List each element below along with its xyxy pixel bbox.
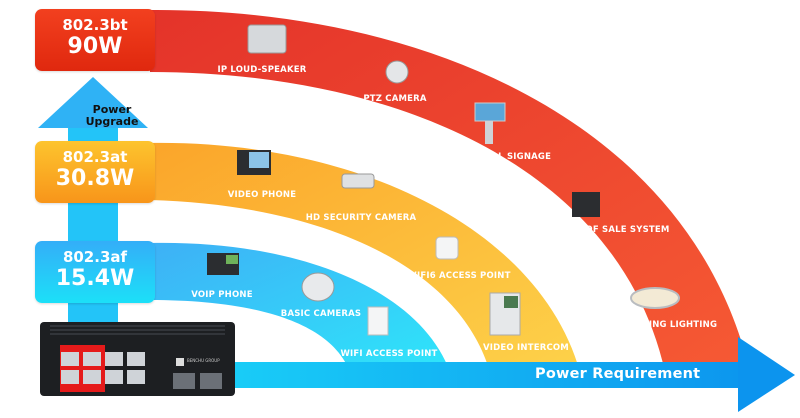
badge-802-3bt: 802.3bt 90W xyxy=(35,9,155,71)
device-voip-phone: VOIP PHONE xyxy=(191,253,253,300)
svg-text:HD SECURITY CAMERA: HD SECURITY CAMERA xyxy=(306,213,417,223)
dome-camera-icon xyxy=(301,272,335,302)
device-building-lighting: BUILDING LIGHTING xyxy=(619,287,717,330)
badge-802-3at: 802.3at 30.8W xyxy=(35,141,155,203)
standard-power: 30.8W xyxy=(55,166,135,191)
device-basic-cameras: BASIC CAMERAS xyxy=(281,272,361,319)
loud-speaker-icon xyxy=(247,24,287,54)
device-point-of-sale-system: POINT-OF SALE SYSTEM xyxy=(552,192,669,235)
power-upgrade-label: Power Upgrade xyxy=(80,104,144,128)
svg-text:BUILDING LIGHTING: BUILDING LIGHTING xyxy=(619,320,717,330)
svg-text:WIFI6 ACCESS POINT: WIFI6 ACCESS POINT xyxy=(407,271,510,281)
standard-name: 802.3bt xyxy=(62,16,128,34)
wall-access-point-icon xyxy=(367,306,389,336)
digital-signage-icon xyxy=(474,102,506,122)
svg-text:DIGITAL SIGNAGE: DIGITAL SIGNAGE xyxy=(465,152,551,162)
power-requirement-arrow xyxy=(200,337,795,412)
svg-text:VIDEO INTERCOM: VIDEO INTERCOM xyxy=(483,343,569,353)
security-camera-icon xyxy=(341,173,375,189)
band-802-3af xyxy=(150,242,450,372)
switch-brand: BENCHU GROUP xyxy=(187,358,220,363)
device-ip-loud-speaker: IP LOUD-SPEAKER xyxy=(217,24,307,75)
standard-power: 90W xyxy=(67,34,123,59)
device-video-phone: VIDEO PHONE xyxy=(228,150,296,200)
svg-text:BASIC CAMERAS: BASIC CAMERAS xyxy=(281,309,361,319)
standard-name: 802.3af xyxy=(62,248,128,266)
svg-text:VIDEO PHONE: VIDEO PHONE xyxy=(228,190,296,200)
device-digital-signage: DIGITAL SIGNAGE xyxy=(465,102,551,162)
device-video-intercom: VIDEO INTERCOM xyxy=(483,292,569,353)
svg-text:IP LOUD-SPEAKER: IP LOUD-SPEAKER xyxy=(217,65,306,75)
device-hd-security-camera: HD SECURITY CAMERA xyxy=(306,173,417,223)
svg-text:POINT-OF SALE SYSTEM: POINT-OF SALE SYSTEM xyxy=(552,225,669,235)
access-point-icon xyxy=(435,236,459,260)
upgrade-line-2: Upgrade xyxy=(85,115,139,128)
svg-text:WIFI ACCESS POINT: WIFI ACCESS POINT xyxy=(340,349,437,359)
standard-power: 15.4W xyxy=(55,266,135,291)
ptz-camera-icon xyxy=(385,60,409,84)
device-wifi6-access-point: WIFI6 ACCESS POINT xyxy=(407,236,510,281)
pos-terminal-icon xyxy=(572,192,600,217)
band-802-3bt xyxy=(150,9,750,373)
poe-switch-image: BENCHU GROUP xyxy=(40,322,235,396)
device-wifi-access-point: WIFI ACCESS POINT xyxy=(340,306,437,359)
band-802-3at xyxy=(150,142,580,372)
svg-text:PTZ CAMERA: PTZ CAMERA xyxy=(363,94,427,104)
upgrade-line-1: Power xyxy=(92,103,132,116)
standard-name: 802.3at xyxy=(62,148,128,166)
power-requirement-label: Power Requirement xyxy=(535,366,701,382)
svg-text:VOIP PHONE: VOIP PHONE xyxy=(191,290,253,300)
ceiling-light-icon xyxy=(630,287,680,309)
device-ptz-camera: PTZ CAMERA xyxy=(363,60,427,104)
badge-802-3af: 802.3af 15.4W xyxy=(35,241,155,303)
